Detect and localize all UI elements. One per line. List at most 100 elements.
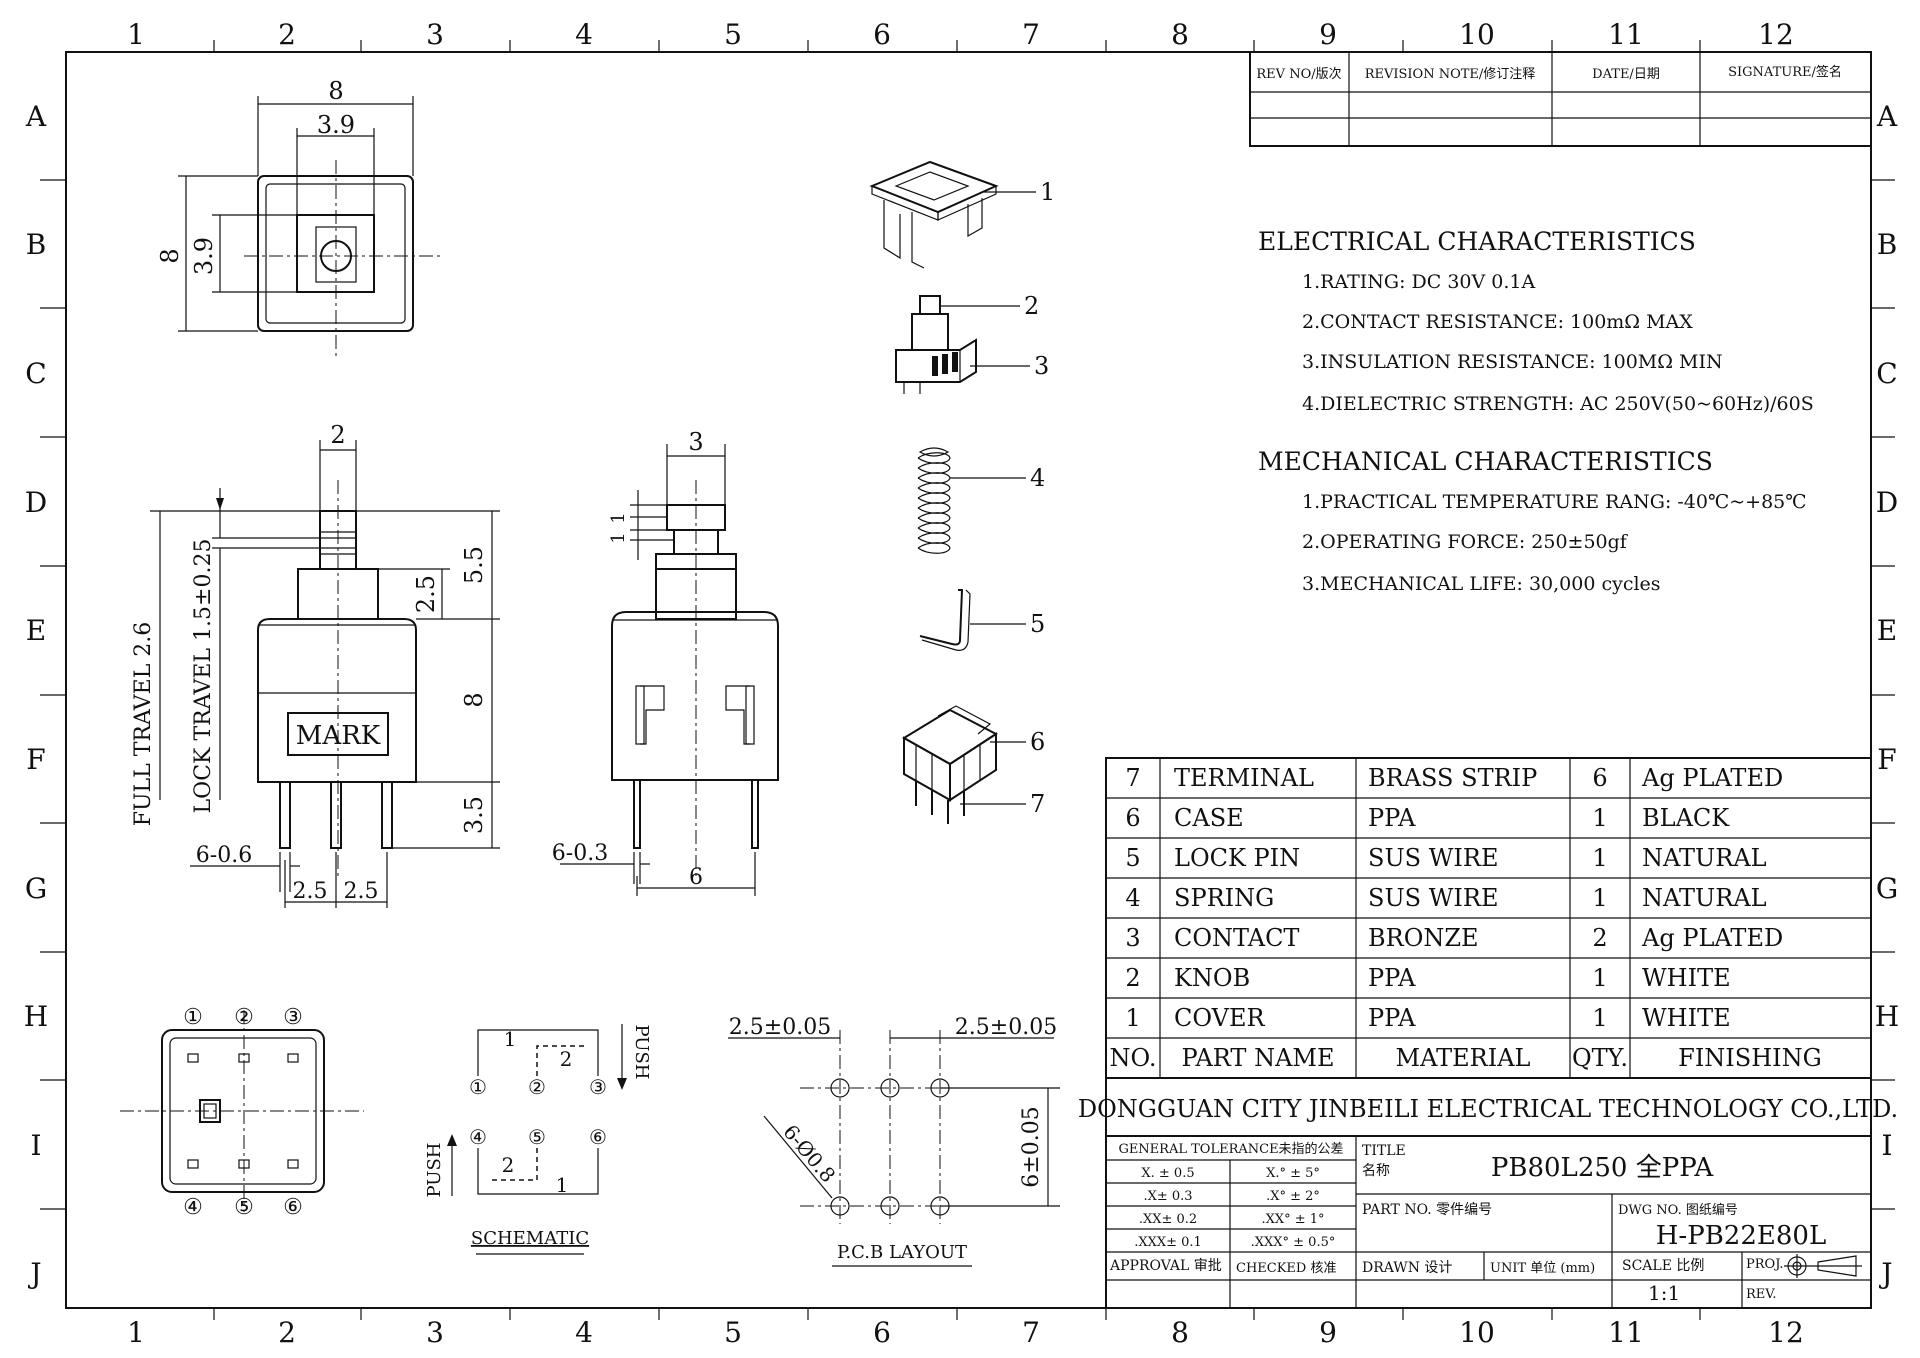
grid-col-label: 1 [127,18,145,51]
mechanical-item: 3.MECHANICAL LIFE: 30,000 cycles [1302,573,1661,595]
title-label: TITLE [1362,1143,1406,1159]
dim-label: 2 [330,421,345,449]
callout-number: 7 [1030,790,1045,818]
tolerance-linear: .X± 0.3 [1143,1189,1192,1204]
dim-label: 5.5 [460,546,488,584]
bom-finishing: BLACK [1642,804,1730,832]
pin-dim-label: 6-0.6 [196,843,252,868]
revision-header: DATE/日期 [1592,67,1660,82]
callout-number: 4 [1030,464,1045,492]
dim-label: 3.9 [317,111,355,139]
bom-finishing: WHITE [1642,964,1731,992]
grid-row-label: H [1875,1000,1899,1033]
push-label: PUSH [424,1143,445,1198]
grid-col-label: 6 [873,1316,891,1349]
bom-part-name: LOCK PIN [1174,844,1300,872]
bom-qty: 1 [1592,804,1607,832]
pin-dim-label: 6-0.3 [552,841,608,866]
dim-label: 8 [328,77,343,105]
grid-col-label: 2 [278,18,296,51]
pcb-title: P.C.B LAYOUT [837,1242,967,1263]
grid-row-label: F [26,743,45,776]
drawing-frame: 1 2 3 4 5 6 7 8 9 10 11 12 1 2 3 4 5 6 7… [24,18,1899,1349]
pin-label: ① [183,1005,203,1030]
part-case-terminal-icon [902,705,998,824]
top-view: 8 3.9 8 3.9 [156,77,440,360]
bottom-view: ① ② ③ ④ ⑤ ⑥ [120,1005,364,1220]
part-no-label: PART NO. 零件编号 [1362,1202,1492,1218]
bom-material: PPA [1368,804,1416,832]
grid-col-label: 10 [1459,1316,1495,1349]
callout-number: 2 [1024,292,1039,320]
proj-label: PROJ. [1746,1257,1784,1272]
drawing-title: PB80L250 全PPA [1491,1153,1714,1183]
bom-no: 3 [1125,924,1140,952]
grid-col-label: 7 [1022,18,1040,51]
scale-value: 1:1 [1648,1281,1680,1305]
dim-label: 1 [608,512,629,523]
bom-header: PART NAME [1182,1044,1335,1072]
grid-col-label: 1 [127,1316,145,1349]
grid-row-label: J [1878,1257,1892,1290]
exploded-parts-view: 1 2 3 4 5 6 7 [869,160,1055,824]
pin-label: ② [234,1005,254,1030]
schematic-line-label: 2 [502,1153,515,1177]
pin-label: ⑤ [234,1195,254,1220]
grid-row-label: G [1876,872,1898,905]
mechanical-heading: MECHANICAL CHARACTERISTICS [1258,447,1713,476]
part-spring-icon [917,447,951,554]
part-cover-icon [869,160,999,269]
bom-header: QTY. [1572,1044,1628,1072]
electrical-item: 4.DIELECTRIC STRENGTH: AC 250V(50~60Hz)/… [1302,393,1814,415]
electrical-item: 2.CONTACT RESISTANCE: 100mΩ MAX [1302,311,1693,333]
grid-row-label: A [1876,100,1898,133]
bom-material: BRASS STRIP [1368,764,1537,792]
bom-material: SUS WIRE [1368,884,1498,912]
checked-label: CHECKED 核准 [1236,1261,1336,1276]
bom-finishing: WHITE [1642,1004,1731,1032]
schematic: ① ② ③ ④ ⑤ ⑥ 1 2 2 1 PUSH PUSH SCHEMATIC [424,1024,652,1255]
bom-qty: 1 [1592,884,1607,912]
bom-material: PPA [1368,964,1416,992]
dim-label: 1 [608,532,629,543]
dwg-no-label: DWG NO. 图纸编号 [1618,1203,1738,1218]
part-knob-contact-icon [895,295,977,394]
callout-number: 6 [1030,728,1045,756]
grid-row-label: H [24,1000,48,1033]
company-name: DONGGUAN CITY JINBEILI ELECTRICAL TECHNO… [1078,1095,1898,1123]
bom-no: 2 [1125,964,1140,992]
dim-label: 3 [688,428,703,456]
pcb-hole-label: 6-Ø0.8 [778,1120,840,1187]
dim-label: 8 [460,692,488,707]
bom-header: MATERIAL [1396,1044,1531,1072]
mechanical-characteristics: MECHANICAL CHARACTERISTICS 1.PRACTICAL T… [1258,447,1807,595]
dim-label: 2.5 [412,575,440,613]
bom-row: 6 CASE PPA 1 BLACK [1125,804,1730,832]
grid-col-label: 8 [1171,1316,1189,1349]
bom-row: 4 SPRING SUS WIRE 1 NATURAL [1125,884,1766,912]
grid-row-label: B [1877,228,1898,261]
schematic-line-label: 1 [556,1173,569,1197]
schematic-line-label: 2 [560,1047,573,1071]
tolerance-linear: X. ± 0.5 [1141,1166,1194,1181]
dim-label: 8 [156,248,184,263]
grid-row-label: B [26,228,47,261]
dim-label: 6 [689,865,703,890]
push-label: PUSH [631,1025,652,1080]
bom-part-name: CONTACT [1174,924,1299,952]
tolerance-angular: .XX° ± 1° [1261,1212,1324,1227]
schematic-pin: ⑥ [589,1125,607,1149]
bom-material: PPA [1368,1004,1416,1032]
schematic-pin: ② [528,1075,546,1099]
grid-row-labels-left: A B C D E F G H I J [24,100,48,1290]
grid-col-label: 10 [1459,18,1495,51]
drawn-label: DRAWN 设计 [1362,1260,1452,1276]
tolerance-linear: .XX± 0.2 [1139,1212,1197,1227]
grid-col-label: 6 [873,18,891,51]
side-view: 3 1 1 6-0.3 6 [552,428,779,896]
grid-row-label: I [30,1129,41,1162]
pcb-layout: 2.5±0.05 2.5±0.05 6-Ø0.8 6±0.05 P.C.B LA… [728,1015,1060,1267]
bom-qty: 2 [1592,924,1607,952]
pin-label: ④ [183,1195,203,1220]
grid-col-label: 9 [1319,1316,1337,1349]
